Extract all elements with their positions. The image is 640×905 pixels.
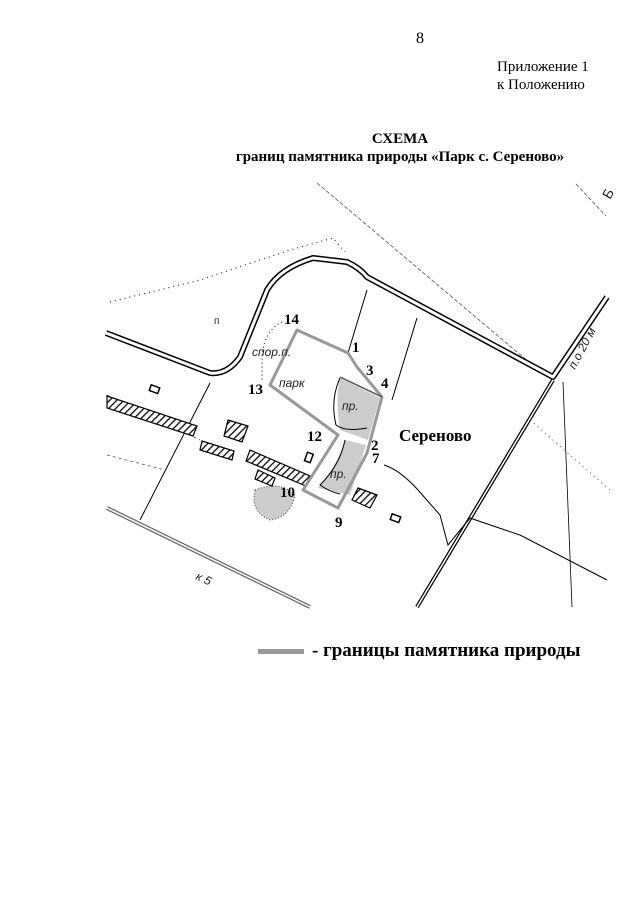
dotted-contour-sport (261, 321, 283, 380)
document-title: СХЕМА границ памятника природы «Парк с. … (80, 130, 640, 166)
page-number: 8 (416, 30, 424, 47)
point-4: 4 (381, 376, 389, 392)
point-3: 3 (366, 363, 374, 379)
marker-p: п (214, 316, 219, 327)
dashed-line-right (529, 419, 611, 491)
pond-label: пр. (342, 399, 359, 413)
legend-boundary-line (258, 649, 304, 654)
point-9: 9 (335, 515, 343, 531)
road-main (104, 255, 610, 380)
village-label: Сереново (399, 426, 471, 445)
title-line1: СХЕМА (371, 131, 429, 147)
dashed-line-corner (575, 183, 607, 217)
road-bottom (106, 506, 311, 609)
park-label: парк (279, 376, 306, 390)
small-building (148, 383, 161, 395)
boundary-inner-line (339, 376, 383, 398)
sport-label: спор.п. (252, 345, 291, 359)
appendix-line1: Приложение 1 (497, 59, 589, 75)
appendix-line2: к Положению (497, 77, 585, 93)
legend-text: - границы памятника природы (312, 640, 581, 661)
pond-outline (319, 439, 346, 495)
point-12: 12 (307, 429, 322, 445)
point-1: 1 (352, 340, 360, 356)
point-14: 14 (284, 312, 300, 328)
dotted-contour (109, 237, 346, 303)
title-line2: границ памятника природы «Парк с. Серено… (235, 149, 565, 165)
pond-outline (333, 377, 368, 430)
field-line (139, 289, 608, 581)
point-10: 10 (280, 485, 295, 501)
point-2: 2 (371, 438, 379, 454)
monument-boundary (268, 328, 384, 510)
dim-arrow (562, 381, 573, 608)
dashed-line-top (316, 182, 531, 364)
k5-label: к 5 (194, 569, 214, 588)
point-7: 7 (372, 451, 380, 467)
corner-label: Б (599, 186, 617, 202)
small-building (303, 451, 315, 464)
pond-label: пр. (330, 467, 347, 481)
buildings (106, 395, 378, 509)
appendix-note: Приложение 1 к Положению (497, 58, 589, 94)
point-13: 13 (248, 382, 263, 398)
shaded-area (253, 485, 296, 521)
pond-shade (318, 440, 366, 495)
small-building (389, 512, 402, 524)
road-lower-right (415, 378, 555, 609)
pond-shade (337, 378, 380, 440)
